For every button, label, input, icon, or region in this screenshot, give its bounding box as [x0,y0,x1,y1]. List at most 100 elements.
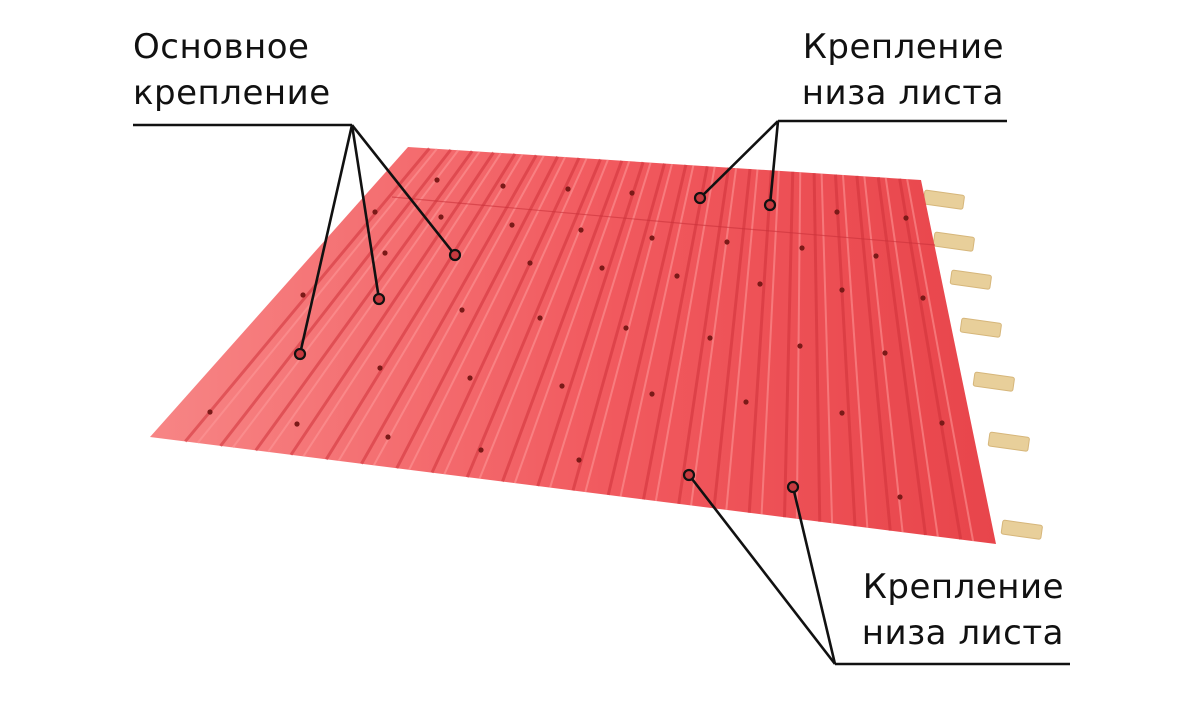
sheet-rib [501,160,624,483]
screw-point [537,315,543,321]
leader-bottom-right-1 [687,474,837,665]
sheet-rib [677,167,731,505]
screw-point [459,307,465,313]
sheet-rib [898,178,963,540]
screw-point [939,420,945,426]
wooden-batten [932,231,975,252]
screw-point [527,260,533,266]
sheet-rib-highlight [337,153,524,462]
sheet-rib [465,158,602,478]
screw-point [903,215,909,221]
sheet-rib [395,155,559,469]
sheet-rib [747,170,773,513]
screw-point [797,343,803,349]
main-fastening-label-line1: Основное [133,27,310,67]
sheet-bottom-label-top-line2: низа листа [801,73,1004,113]
screw-point [382,250,388,256]
screw-point [834,209,840,215]
sheet-rib [536,161,645,487]
screw-point [467,375,473,381]
sheet-bottom-label-bottom-line2: низа листа [861,613,1064,653]
screw-point [509,222,515,228]
screw-point [300,292,306,298]
sheet-rib-highlight [372,155,545,466]
screw-point [385,434,391,440]
screw-point [377,365,383,371]
sheet-rib-highlight [760,170,780,515]
screw-point [294,421,300,427]
screw-point [623,325,629,331]
screw-point [757,281,763,287]
sheet-rib [876,177,927,536]
sheet-rib [834,174,857,527]
leader-lines [133,119,1070,666]
sheet-rib-highlight [690,167,738,506]
wooden-batten [922,189,965,210]
sheet-rib [783,171,795,518]
fastener-marker-bottom-2 [786,480,800,494]
screw-point [873,253,879,259]
sheet-rib-highlight [408,156,567,471]
main-fastening-label: Основное крепление [133,24,331,116]
sheet-rib-highlight [584,163,673,493]
screw-point [576,457,582,463]
sheet-bottom-fastening-label-bottom: Крепление низа листа [838,564,1064,656]
leader-main-2 [350,124,381,300]
sheet-bottom-label-bottom-line1: Крепление [862,567,1064,607]
sheet-rib [712,168,752,509]
fastener-marker-top-2 [763,198,777,212]
screw-point [649,235,655,241]
wooden-batten [959,317,1002,338]
sheet-rib-highlight [906,178,975,542]
screw-point [724,239,730,245]
sheet-rib [571,163,666,491]
wooden-batten [1000,519,1043,540]
screw-point [207,409,213,415]
screw-point [839,287,845,293]
fastener-marker-main-2 [372,292,386,306]
sheet-rib-highlight [443,158,588,475]
fastener-markers [293,191,800,494]
screw-point [707,335,713,341]
leader-bottom-right-2 [791,486,837,665]
sheet-rib [642,165,709,500]
sheet-rib-highlight [654,166,716,502]
fastener-marker-bottom-1 [682,468,696,482]
sheet-rib [430,157,581,474]
sheet-rib [812,173,822,522]
screw-point [478,447,484,453]
sheet-rib-highlight [725,169,759,510]
screw-point [839,410,845,416]
sheet-rib-highlight [841,174,869,528]
screw-point [629,190,635,196]
screw-point [897,494,903,500]
screw-point [559,383,565,389]
wooden-batten [987,431,1030,452]
screw-point [743,399,749,405]
leader-main-1 [298,124,354,355]
wooden-batten [972,371,1015,392]
screw-point [438,214,444,220]
sheet-rib-highlight [478,159,609,480]
wooden-batten [949,269,992,290]
leader-top-right-2 [768,120,780,206]
screw-point [599,265,605,271]
screw-point [674,273,680,279]
screw-point [565,186,571,192]
sheet-bottom-label-top-line1: Крепление [802,27,1004,67]
main-fastening-label-line2: крепление [133,73,331,113]
sheet-rib-highlight [884,177,939,537]
sheet-overlap-seam [391,196,936,246]
screw-point [578,227,584,233]
fastener-marker-main-3 [448,248,462,262]
screw-point [500,183,506,189]
sheet-rib-highlight [549,162,652,488]
fastener-dots [207,177,945,500]
sheet-bottom-fastening-label-top: Крепление низа листа [778,24,1004,116]
sheet-rib-highlight [619,165,695,497]
leader-main-3 [350,124,457,256]
fastener-marker-top-1 [693,191,707,205]
wooden-batten-group [922,189,1043,540]
screw-point [799,245,805,251]
